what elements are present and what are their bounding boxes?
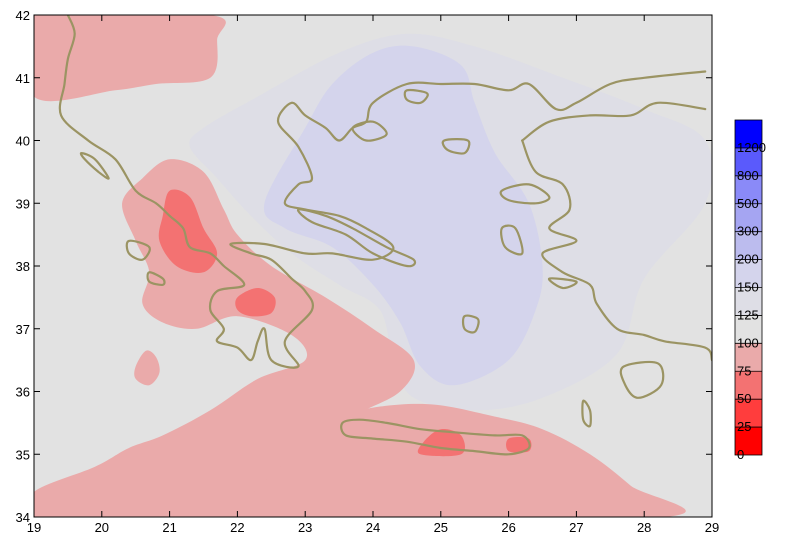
- colorbar-swatch-500: [735, 175, 762, 204]
- y-tick-label-35: 35: [16, 447, 30, 462]
- colorbar-swatch-25: [735, 399, 762, 428]
- colorbar-label-50: 50: [737, 391, 751, 406]
- x-axis: 19 20 21 22 23 24 25 26 27 28 29: [27, 15, 719, 535]
- y-axis: 34 35 36 37 38 39 40 41 42: [16, 8, 712, 525]
- y-tick-label-41: 41: [16, 71, 30, 86]
- x-tick-label-29: 29: [705, 520, 719, 535]
- colorbar-label-100: 100: [737, 335, 759, 350]
- contour-region-50-75: [235, 288, 276, 317]
- colorbar-swatch-200: [735, 231, 762, 260]
- y-tick-label-37: 37: [16, 322, 30, 337]
- x-tick-label-27: 27: [569, 520, 583, 535]
- contour-region-75-100: [34, 159, 415, 517]
- coastline-samos: [547, 277, 578, 290]
- coastline-crete: [340, 418, 531, 456]
- y-tick-label-34: 34: [16, 510, 30, 525]
- colorbar-swatch-150: [735, 259, 762, 288]
- contour-region-150-200: [263, 45, 543, 386]
- coastline-naxos: [461, 314, 480, 334]
- coastline-lemnos: [441, 138, 471, 155]
- coastline-thasos: [403, 88, 429, 105]
- x-tick-label-23: 23: [298, 520, 312, 535]
- colorbar-swatch-300: [735, 203, 762, 232]
- coastline-chios: [500, 224, 524, 256]
- plot-area: [34, 15, 712, 517]
- colorbar-label-150: 150: [737, 280, 759, 295]
- coastline-layer: [58, 15, 712, 456]
- y-tick-label-42: 42: [16, 8, 30, 23]
- colorbar-label-800: 800: [737, 168, 759, 183]
- colorbar-frame: [734, 119, 763, 456]
- x-tick-label-24: 24: [366, 520, 380, 535]
- contour-fill-layer: [34, 15, 712, 517]
- colorbar-label-0: 0: [737, 447, 744, 462]
- y-tick-label-39: 39: [16, 196, 30, 211]
- colorbar-swatch-800: [735, 147, 762, 176]
- x-tick-label-26: 26: [501, 520, 515, 535]
- colorbar-swatch-125: [735, 287, 762, 316]
- colorbar-swatch-50: [735, 371, 762, 400]
- coastline-euboea: [296, 208, 417, 268]
- y-tick-label-38: 38: [16, 259, 30, 274]
- colorbar-swatch-75: [735, 343, 762, 372]
- coastline-albania-greece-west: [58, 15, 707, 369]
- coastline-karpathos: [581, 399, 592, 428]
- colorbar-legend: 0 25 50 75 100 125 150 200 300 500 800 1200: [734, 119, 766, 462]
- contour-region-50-75: [506, 437, 532, 453]
- contour-region-75-100: [134, 350, 160, 386]
- contour-region-75-100: [250, 403, 686, 517]
- colorbar-label-300: 300: [737, 224, 759, 239]
- coastline-zakynthos: [146, 271, 166, 286]
- colorbar-swatch-1200: [735, 120, 762, 148]
- y-tick-label-36: 36: [16, 385, 30, 400]
- colorbar-swatch-0: [735, 427, 762, 455]
- colorbar-label-1200: 1200: [737, 140, 766, 155]
- colorbar-label-25: 25: [737, 419, 751, 434]
- coastline-corfu: [79, 152, 110, 180]
- x-tick-label-28: 28: [637, 520, 651, 535]
- x-tick-label-21: 21: [162, 520, 176, 535]
- coastline-rhodes: [619, 360, 665, 399]
- coastline-lesbos: [499, 183, 551, 205]
- x-tick-label-25: 25: [434, 520, 448, 535]
- y-tick-label-40: 40: [16, 134, 30, 149]
- coastline-turkey-aegean: [521, 139, 712, 362]
- colorbar-label-200: 200: [737, 252, 759, 267]
- x-tick-label-19: 19: [27, 520, 41, 535]
- x-tick-label-22: 22: [230, 520, 244, 535]
- contour-region-75-100: [34, 15, 226, 102]
- colorbar-label-125: 125: [737, 307, 759, 322]
- x-tick-label-20: 20: [95, 520, 109, 535]
- colorbar-label-75: 75: [737, 363, 751, 378]
- coastline-thassos-nw: [351, 120, 388, 142]
- coastline-kefalonia: [125, 239, 151, 261]
- colorbar-swatch-100: [735, 315, 762, 344]
- colorbar-label-500: 500: [737, 196, 759, 211]
- coastline-dardanelles: [521, 101, 707, 142]
